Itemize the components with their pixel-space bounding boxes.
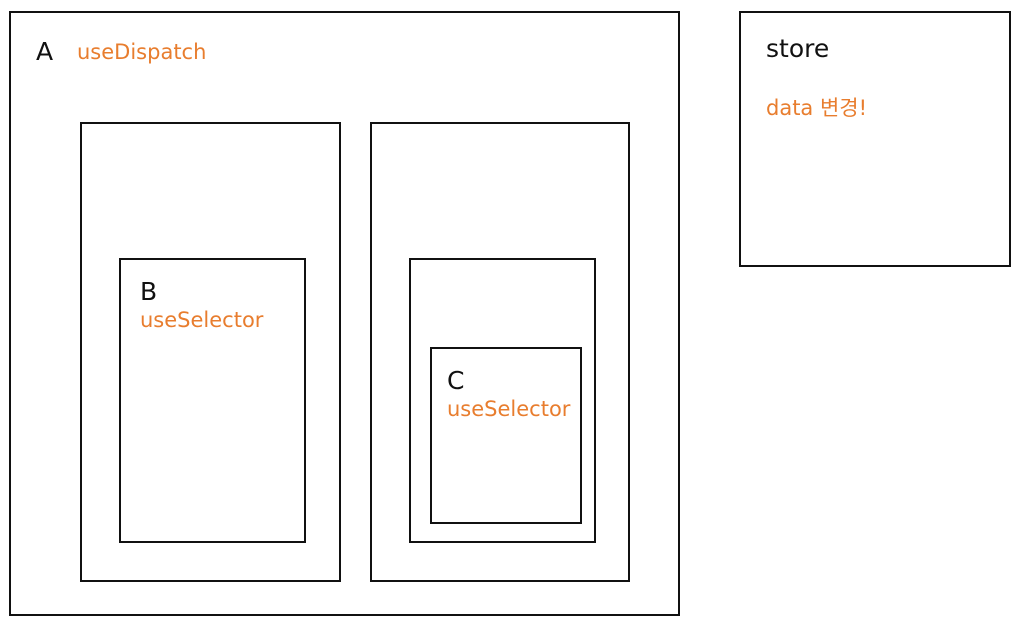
component-c-name: C xyxy=(447,366,465,395)
component-c-hook: useSelector xyxy=(447,397,571,421)
store-note: data 변경! xyxy=(766,96,868,120)
component-b-hook: useSelector xyxy=(140,308,264,332)
component-c-box xyxy=(430,347,582,524)
component-b-box xyxy=(119,258,306,543)
component-b-name: B xyxy=(140,277,158,306)
store-name: store xyxy=(766,34,830,63)
component-a-hook: useDispatch xyxy=(77,40,207,64)
right-inner-container-box xyxy=(409,258,596,543)
left-container-box xyxy=(80,122,341,582)
store-box xyxy=(739,11,1011,267)
right-container-box xyxy=(370,122,630,582)
component-a-box xyxy=(9,11,680,616)
component-a-name: A xyxy=(36,37,54,66)
